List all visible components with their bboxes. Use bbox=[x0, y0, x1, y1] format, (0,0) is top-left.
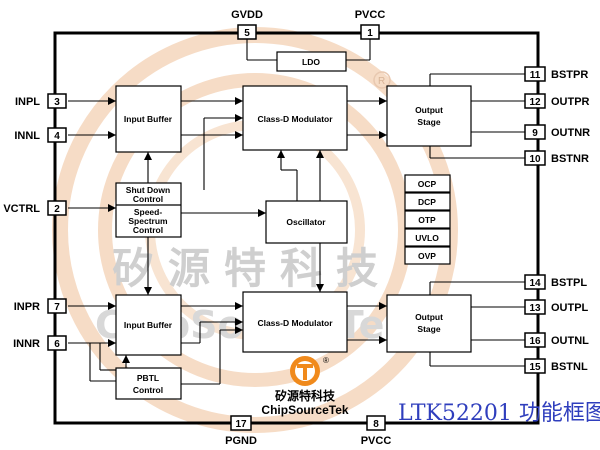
svg-text:PVCC: PVCC bbox=[361, 435, 392, 447]
svg-text:Speed-: Speed- bbox=[134, 207, 163, 217]
output-stage-top: Output Stage bbox=[386, 85, 472, 147]
flag-ovp bbox=[404, 246, 451, 265]
pin-innl: INNL 4 bbox=[14, 127, 67, 143]
pin-bstnr: 10 BSTNR bbox=[524, 150, 589, 166]
pin-outpr: 12 OUTPR bbox=[524, 93, 590, 109]
svg-text:INNL: INNL bbox=[14, 130, 40, 142]
svg-text:Spectrum: Spectrum bbox=[128, 216, 168, 226]
ldo-block: LDO bbox=[276, 51, 347, 72]
input-buffer-top: Input Buffer bbox=[115, 85, 182, 153]
logo-chinese: 矽源特科技 bbox=[275, 388, 336, 403]
svg-text:OUTPL: OUTPL bbox=[551, 302, 589, 314]
pin-gvdd: GVDD 5 bbox=[231, 9, 263, 40]
svg-text:Control: Control bbox=[133, 194, 163, 204]
svg-text:5: 5 bbox=[244, 28, 250, 39]
svg-text:VCTRL: VCTRL bbox=[3, 203, 40, 215]
svg-text:PBTL: PBTL bbox=[137, 373, 159, 383]
pin-pvcc-top: PVCC 1 bbox=[355, 9, 386, 40]
watermark-chinese: 矽源特科技 bbox=[112, 244, 392, 293]
svg-text:BSTPL: BSTPL bbox=[551, 277, 587, 289]
oscillator-block: Oscillator bbox=[265, 200, 348, 244]
class-d-modulator-bottom: Class-D Modulator bbox=[242, 291, 348, 353]
svg-text:Class-D Modulator: Class-D Modulator bbox=[257, 114, 333, 124]
flag-otp-label: OTP bbox=[418, 215, 436, 225]
svg-text:LDO: LDO bbox=[302, 57, 320, 67]
svg-text:8: 8 bbox=[373, 419, 379, 430]
svg-text:PVCC: PVCC bbox=[355, 9, 386, 21]
pin-pgnd: 17 PGND bbox=[225, 415, 257, 447]
svg-text:INPR: INPR bbox=[14, 301, 40, 313]
svg-text:Class-D Modulator: Class-D Modulator bbox=[257, 318, 333, 328]
svg-text:12: 12 bbox=[529, 97, 541, 108]
flag-otp bbox=[404, 210, 451, 229]
protection-flags: OCP DCP OTP UVLO OVP bbox=[404, 174, 451, 265]
pbtl-control-block: PBTL Control bbox=[115, 367, 182, 400]
pin-pvcc-bottom: 8 PVCC bbox=[361, 415, 392, 447]
flag-ocp-label: OCP bbox=[418, 179, 437, 189]
pin-bstpl: 14 BSTPL bbox=[524, 274, 587, 290]
flag-ocp bbox=[404, 174, 451, 193]
arrowheads bbox=[108, 97, 387, 363]
svg-text:Control: Control bbox=[133, 385, 163, 395]
svg-text:7: 7 bbox=[54, 302, 60, 313]
chip-outline bbox=[53, 31, 540, 425]
input-buffer-bottom: Input Buffer bbox=[115, 294, 182, 356]
svg-text:6: 6 bbox=[54, 339, 60, 350]
diagram-caption: LTK52201 功能框图 bbox=[398, 401, 600, 426]
pin-bstpr: 11 BSTPR bbox=[524, 66, 588, 82]
pin-outpl: 13 OUTPL bbox=[524, 299, 589, 315]
svg-text:OUTNL: OUTNL bbox=[551, 335, 589, 347]
pin-bstnl: 15 BSTNL bbox=[524, 358, 588, 374]
flag-dcp-label: DCP bbox=[418, 197, 436, 207]
flag-uvlo-label: UVLO bbox=[415, 233, 439, 243]
svg-text:Output: Output bbox=[415, 105, 443, 115]
svg-text:16: 16 bbox=[529, 336, 541, 347]
svg-text:R: R bbox=[378, 76, 385, 87]
flag-ovp-label: OVP bbox=[418, 251, 436, 261]
svg-text:2: 2 bbox=[54, 204, 60, 215]
svg-text:Input Buffer: Input Buffer bbox=[124, 114, 173, 124]
shutdown-control-block: Shut Down Control Speed- Spectrum Contro… bbox=[115, 182, 182, 238]
svg-text:9: 9 bbox=[532, 128, 538, 139]
pin-innr: INNR 6 bbox=[13, 335, 67, 351]
logo-registered: ® bbox=[323, 356, 329, 365]
svg-text:BSTNR: BSTNR bbox=[551, 153, 589, 165]
svg-text:13: 13 bbox=[529, 303, 541, 314]
svg-text:GVDD: GVDD bbox=[231, 9, 263, 21]
svg-text:17: 17 bbox=[235, 419, 247, 430]
output-stage-bottom: Output Stage bbox=[386, 294, 472, 353]
svg-text:BSTNL: BSTNL bbox=[551, 361, 588, 373]
svg-text:Input Buffer: Input Buffer bbox=[124, 320, 173, 330]
svg-text:BSTPR: BSTPR bbox=[551, 69, 588, 81]
flag-dcp bbox=[404, 192, 451, 211]
pin-vctrl: VCTRL 2 bbox=[3, 200, 67, 216]
svg-text:1: 1 bbox=[367, 28, 373, 39]
svg-text:11: 11 bbox=[530, 70, 541, 81]
flag-uvlo bbox=[404, 228, 451, 247]
chipsourcetek-logo: ® 矽源特科技 ChipSourceTek bbox=[261, 356, 349, 417]
svg-text:Stage: Stage bbox=[417, 324, 440, 334]
svg-text:14: 14 bbox=[529, 278, 541, 289]
pin-inpr: INPR 7 bbox=[14, 298, 67, 314]
svg-text:INNR: INNR bbox=[13, 338, 40, 350]
svg-text:10: 10 bbox=[529, 154, 541, 165]
svg-text:4: 4 bbox=[54, 131, 60, 142]
svg-text:15: 15 bbox=[529, 362, 541, 373]
svg-text:Stage: Stage bbox=[417, 117, 440, 127]
svg-text:3: 3 bbox=[54, 97, 60, 108]
svg-text:Output: Output bbox=[415, 312, 443, 322]
svg-text:OUTNR: OUTNR bbox=[551, 127, 590, 139]
svg-text:INPL: INPL bbox=[15, 96, 40, 108]
logo-english: ChipSourceTek bbox=[261, 403, 348, 417]
svg-text:Oscillator: Oscillator bbox=[286, 217, 326, 227]
pin-inpl: INPL 3 bbox=[15, 93, 67, 109]
pin-outnl: 16 OUTNL bbox=[524, 332, 589, 348]
pin-outnr: 9 OUTNR bbox=[524, 124, 590, 140]
svg-text:OUTPR: OUTPR bbox=[551, 96, 590, 108]
svg-text:Control: Control bbox=[133, 225, 163, 235]
svg-text:Shut Down: Shut Down bbox=[126, 185, 170, 195]
svg-text:PGND: PGND bbox=[225, 435, 257, 447]
class-d-modulator-top: Class-D Modulator bbox=[242, 85, 348, 151]
